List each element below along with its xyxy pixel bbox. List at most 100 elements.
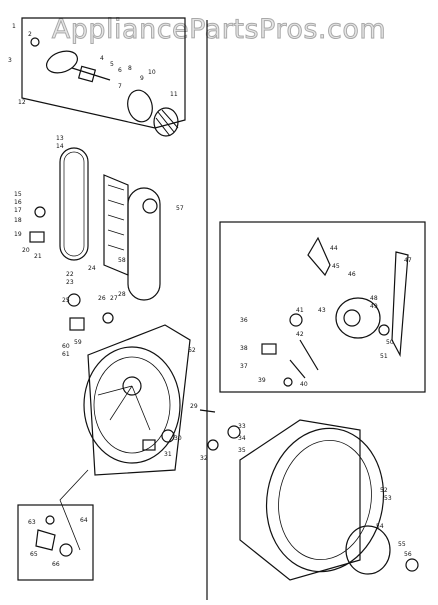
- label-part-63: 63: [28, 519, 36, 526]
- clip-17: [34, 206, 46, 218]
- label-part-21: 21: [34, 253, 42, 260]
- label-part-25: 25: [62, 297, 70, 304]
- label-part-20: 20: [22, 247, 30, 254]
- label-part-30: 30: [174, 435, 182, 442]
- washer-32: [207, 439, 219, 451]
- label-part-43: 43: [318, 307, 326, 314]
- label-part-44: 44: [330, 245, 338, 252]
- label-part-3: 3: [8, 57, 12, 64]
- glide-56: [405, 558, 419, 572]
- label-part-35: 35: [238, 447, 246, 454]
- idler-pulley: [142, 198, 158, 214]
- idler-belt: [127, 187, 161, 301]
- label-part-37: 37: [240, 363, 248, 370]
- label-part-59: 59: [74, 339, 82, 346]
- label-part-39: 39: [258, 377, 266, 384]
- label-part-29: 29: [190, 403, 198, 410]
- blower-vanes: [107, 184, 125, 251]
- inset-box-bottom: [17, 504, 94, 581]
- bracket-20: [29, 231, 45, 243]
- label-part-13: 13: [56, 135, 64, 142]
- motor-pulley: [343, 309, 361, 327]
- drive-belt-inner: [63, 151, 85, 257]
- label-part-26: 26: [98, 295, 106, 302]
- drum-front-opening: [265, 427, 385, 573]
- label-part-45: 45: [332, 263, 340, 270]
- frame-lines: [17, 17, 426, 600]
- label-part-48: 48: [370, 295, 378, 302]
- label-part-50: 50: [386, 339, 394, 346]
- label-part-33: 33: [238, 423, 246, 430]
- label-part-47: 47: [404, 257, 412, 264]
- block-26: [69, 317, 85, 331]
- label-part-66: 66: [52, 561, 60, 568]
- label-part-31: 31: [164, 451, 172, 458]
- label-part-38: 38: [240, 345, 248, 352]
- label-part-60: 60: [62, 343, 70, 350]
- label-part-56: 56: [404, 551, 412, 558]
- pulley-50: [378, 324, 390, 336]
- wheel-25: [67, 293, 81, 307]
- label-part-65: 65: [30, 551, 38, 558]
- label-part-24: 24: [88, 265, 96, 272]
- label-part-53: 53: [384, 495, 392, 502]
- label-part-64: 64: [80, 517, 88, 524]
- inset-box-top: [21, 17, 186, 129]
- bulkhead-plate: [87, 324, 191, 476]
- bulkhead-ring: [83, 346, 181, 464]
- label-part-55: 55: [398, 541, 406, 548]
- label-part-2: 2: [28, 31, 32, 38]
- motor-belt-long: [391, 251, 409, 358]
- switch-38: [261, 343, 277, 355]
- shaft: [71, 67, 111, 81]
- bracket-31: [142, 439, 156, 451]
- label-part-18: 18: [14, 217, 22, 224]
- label-part-58: 58: [118, 257, 126, 264]
- grommet-30: [161, 429, 175, 443]
- bracket-inset: [35, 529, 56, 551]
- label-part-17: 17: [14, 207, 22, 214]
- label-part-41: 41: [296, 307, 304, 314]
- label-part-12: 12: [18, 99, 26, 106]
- label-part-49: 49: [370, 303, 378, 310]
- label-part-62: 62: [188, 347, 196, 354]
- top-assembly: [30, 37, 179, 137]
- inset-box-motor: [219, 221, 426, 393]
- nut-28: [102, 312, 114, 324]
- bottom-assembly: [35, 515, 73, 557]
- rear-bulkhead: [59, 324, 191, 551]
- motor-belt-small: [307, 236, 331, 277]
- roller-ribs: [155, 109, 179, 137]
- label-part-34: 34: [238, 435, 246, 442]
- drive-belt: [59, 147, 89, 261]
- label-part-61: 61: [62, 351, 70, 358]
- label-part-46: 46: [348, 271, 356, 278]
- roller-33: [227, 425, 241, 439]
- label-part-57: 57: [176, 205, 184, 212]
- label-part-1: 1: [12, 23, 16, 30]
- label-part-42: 42: [296, 331, 304, 338]
- label-part-6: 6: [118, 67, 122, 74]
- pulley-41: [289, 313, 303, 327]
- label-part-4: 4: [100, 55, 104, 62]
- bulkhead-braces: [97, 385, 151, 431]
- front-seal-54: [345, 525, 391, 575]
- callout-labels: 1 2 3 4 5 6 7 8 9 10 11 12 13 14 15 16 1…: [8, 23, 412, 568]
- label-part-9: 9: [140, 75, 144, 82]
- foot-39: [283, 377, 293, 387]
- label-part-8: 8: [128, 65, 132, 72]
- wire-lead: [59, 469, 89, 551]
- label-part-54: 54: [376, 523, 384, 530]
- motor-assembly: [261, 236, 409, 387]
- label-part-10: 10: [148, 69, 156, 76]
- label-part-27: 27: [110, 295, 118, 302]
- drum-assembly: [207, 419, 419, 581]
- label-part-28: 28: [118, 291, 126, 298]
- seal-ring: [45, 50, 79, 74]
- drum-roller: [153, 107, 179, 137]
- label-part-14: 14: [56, 143, 64, 150]
- label-part-22: 22: [66, 271, 74, 278]
- label-part-16: 16: [14, 199, 22, 206]
